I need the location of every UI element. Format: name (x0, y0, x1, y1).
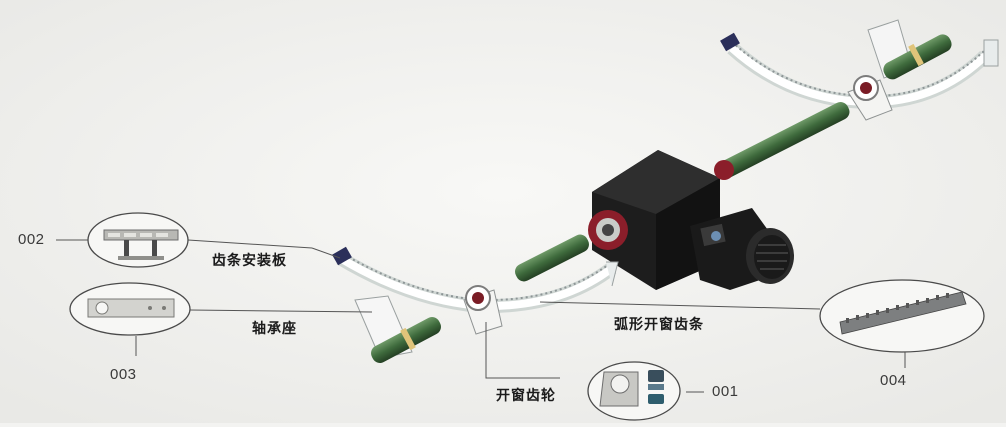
label-bearing-seat: 轴承座 (252, 321, 297, 337)
part-002-image (103, 229, 179, 260)
part-003-image (87, 298, 175, 318)
drive-shaft-lower (515, 234, 589, 282)
drive-shaft-upper (718, 102, 850, 178)
upper-rack-assembly (720, 19, 999, 121)
code-002: 002 (18, 231, 45, 248)
code-001: 001 (712, 383, 739, 400)
leader-lines (56, 239, 906, 393)
label-arc-window-rack: 弧形开窗齿条 (614, 317, 704, 333)
upper-rack-end-mount (720, 32, 740, 52)
part-001-image (599, 370, 664, 407)
lower-rack-end-mount (332, 246, 352, 266)
label-rack-mounting-plate: 齿条安装板 (212, 253, 287, 269)
label-window-gear: 开窗齿轮 (496, 388, 556, 404)
code-003: 003 (110, 366, 137, 383)
part-004-image (839, 291, 967, 335)
code-004: 004 (880, 372, 907, 389)
upper-rack-right-end (983, 39, 999, 67)
gear-motor (588, 150, 794, 290)
